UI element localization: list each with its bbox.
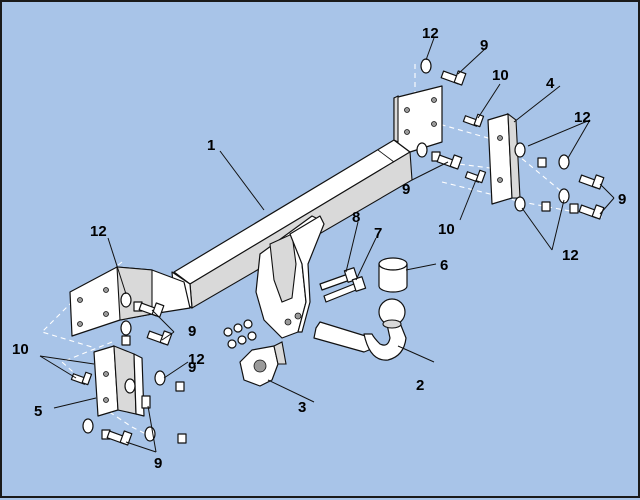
callout-part-3: 3 [298, 399, 306, 416]
washer-set [82, 58, 570, 442]
callout-part-5: 5 [34, 403, 42, 420]
tow-ball-mount-plates [255, 215, 325, 339]
callout-labels: 1 2 3 4 5 6 7 8 9 9 9 9 9 9 10 10 10 12 … [12, 25, 626, 472]
callout-part-7: 7 [374, 225, 382, 242]
callout-part-9-top: 9 [480, 37, 488, 54]
tow-ball-neck [313, 298, 407, 361]
bolt-far-right-upper [578, 174, 605, 190]
callout-part-9-left-upper: 9 [188, 323, 196, 340]
bolt-10-left [70, 371, 93, 386]
callout-part-9-right: 9 [402, 181, 410, 198]
callout-part-10-right-upper: 10 [492, 67, 509, 84]
callout-part-12-top: 12 [422, 25, 439, 42]
callout-part-1: 1 [207, 137, 215, 154]
bolt-left-lower [146, 330, 173, 346]
callout-part-4: 4 [546, 75, 555, 92]
callout-part-12-right-lower: 12 [562, 247, 579, 264]
callout-part-12-left-mid: 12 [188, 351, 205, 368]
callout-part-2: 2 [416, 377, 424, 394]
bolt-bottom-left [106, 430, 133, 446]
right-side-bracket-plate [393, 85, 443, 153]
callout-part-12-left: 12 [90, 223, 107, 240]
electrical-socket-plate [239, 341, 287, 387]
callout-part-8: 8 [352, 209, 360, 226]
bolt-far-right-lower [578, 204, 605, 220]
callout-part-12-right-upper: 12 [574, 109, 591, 126]
bolt-10-set [70, 113, 487, 386]
bolt-right-middle [436, 154, 463, 170]
callout-part-6: 6 [440, 257, 448, 274]
nut-set [101, 151, 579, 444]
bolt-10-right-upper [462, 113, 485, 128]
callout-part-9-left-mid: 9 [188, 359, 196, 376]
bolt-10-right-lower [464, 169, 487, 184]
long-bolt-7 [323, 276, 367, 303]
callout-part-10-left: 10 [12, 341, 29, 358]
callout-part-9-far-right: 9 [618, 191, 626, 208]
callout-part-10-right-lower: 10 [438, 221, 455, 238]
tow-ball-cover-cap [378, 257, 408, 293]
leader-lines [39, 37, 615, 453]
callout-part-9-left-lower: 9 [154, 455, 162, 472]
nut-cluster-center [223, 319, 257, 349]
bolt-left-bracket [141, 395, 151, 409]
right-side-bracket-4 [487, 112, 521, 205]
bolt-top-right [440, 70, 467, 86]
left-side-bracket-5 [93, 345, 145, 417]
